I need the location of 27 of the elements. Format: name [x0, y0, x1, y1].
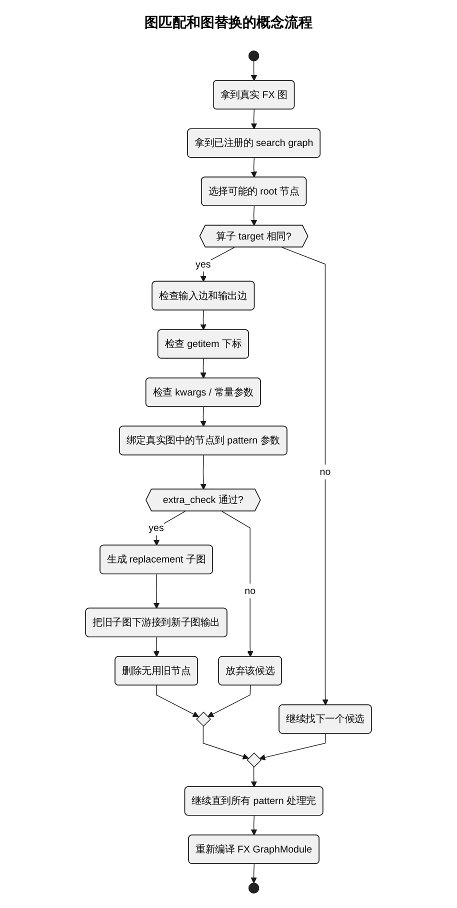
arrow [200, 310, 206, 330]
arrow [250, 206, 258, 226]
arrow [153, 636, 160, 658]
arrow [200, 246, 235, 282]
arrow [200, 358, 206, 378]
arrow [250, 815, 258, 836]
edge-label: no [244, 585, 256, 596]
arrow [153, 574, 160, 609]
arrow [250, 864, 257, 884]
node-diamond [246, 752, 262, 768]
arrow [200, 406, 206, 427]
arrow [202, 726, 249, 760]
arrow [200, 454, 206, 490]
arrow [221, 510, 254, 658]
arrow [250, 109, 258, 130]
arrow [259, 733, 326, 760]
arrow [250, 766, 258, 788]
arrow [281, 246, 328, 706]
arrow [208, 685, 251, 717]
edge-label: yes [148, 522, 164, 534]
node-diamond [196, 712, 212, 727]
edge-label: no [320, 466, 331, 478]
diagram-title: 图匹配和图替换的概念流程 [144, 14, 312, 32]
arrow [250, 60, 258, 82]
edge-label: yes [196, 258, 211, 270]
arrow [156, 685, 199, 717]
arrow [250, 157, 258, 178]
